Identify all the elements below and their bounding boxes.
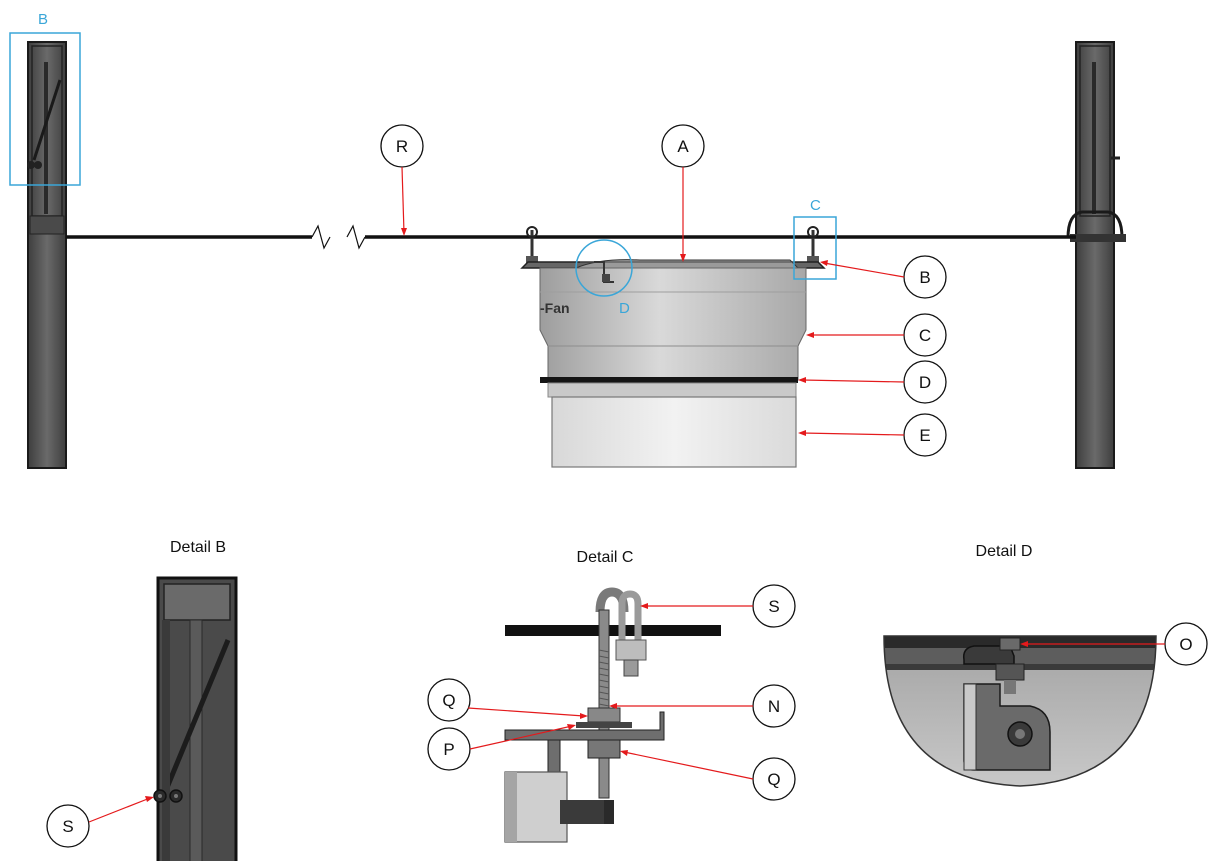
marker-label-d: D [619, 300, 630, 317]
suspension-bolt-left [526, 226, 538, 266]
callout-d: D [798, 360, 947, 404]
callout-a: A [661, 124, 705, 262]
detail-d: Detail D O [883, 543, 1208, 787]
detail-c-callout-n: N [609, 684, 796, 728]
detail-c-title: Detail C [577, 549, 634, 566]
callout-label-r: R [396, 137, 408, 156]
detail-b-clamp [153, 789, 183, 803]
detail-b-callout-label-s: S [62, 817, 73, 836]
callout-e: E [798, 413, 947, 457]
detail-c-callout-label-s: S [768, 597, 779, 616]
detail-c-callout-s: S [640, 584, 796, 628]
detail-c-assembly [504, 587, 721, 843]
detail-d-callout-o: O [1020, 622, 1208, 666]
detail-c-callout-label-q-top: Q [442, 691, 455, 710]
detail-marker-b: B [9, 11, 81, 186]
detail-d-view [883, 635, 1157, 787]
detail-c-callout-p: P [427, 724, 576, 771]
detail-c-callout-label-q-bottom: Q [767, 770, 780, 789]
cable-r [66, 224, 1076, 250]
main-view: -Fan B C D R A [9, 11, 1126, 469]
callout-label-c: C [919, 326, 931, 345]
fan-unit: -Fan [520, 259, 826, 468]
marker-label-c: C [810, 197, 821, 214]
detail-marker-c: C [793, 197, 837, 280]
callout-label-d: D [919, 373, 931, 392]
brand-text: -Fan [540, 300, 570, 316]
callout-label-b: B [919, 268, 930, 287]
marker-label-b: B [38, 11, 48, 28]
detail-c-callout-label-p: P [443, 740, 454, 759]
suspension-bolt-right [807, 226, 819, 266]
left-post [27, 41, 67, 469]
right-post [1066, 41, 1126, 469]
callout-c: C [806, 313, 947, 357]
detail-c-callout-label-n: N [768, 697, 780, 716]
detail-c-callout-q-top: Q [427, 678, 588, 722]
callout-b: B [820, 255, 947, 299]
detail-marker-d: D [575, 239, 633, 317]
detail-b-title: Detail B [170, 539, 226, 556]
detail-d-callout-label-o: O [1179, 635, 1192, 654]
detail-b: Detail B S [46, 539, 238, 861]
callout-label-a: A [677, 137, 689, 156]
detail-d-title: Detail D [976, 543, 1033, 560]
detail-b-callout-s: S [46, 796, 154, 848]
callout-r: R [380, 124, 424, 236]
detail-b-post [156, 576, 238, 861]
detail-c-callout-q-bottom: Q [620, 750, 796, 801]
callout-label-e: E [919, 426, 930, 445]
detail-c: Detail C [427, 549, 796, 843]
